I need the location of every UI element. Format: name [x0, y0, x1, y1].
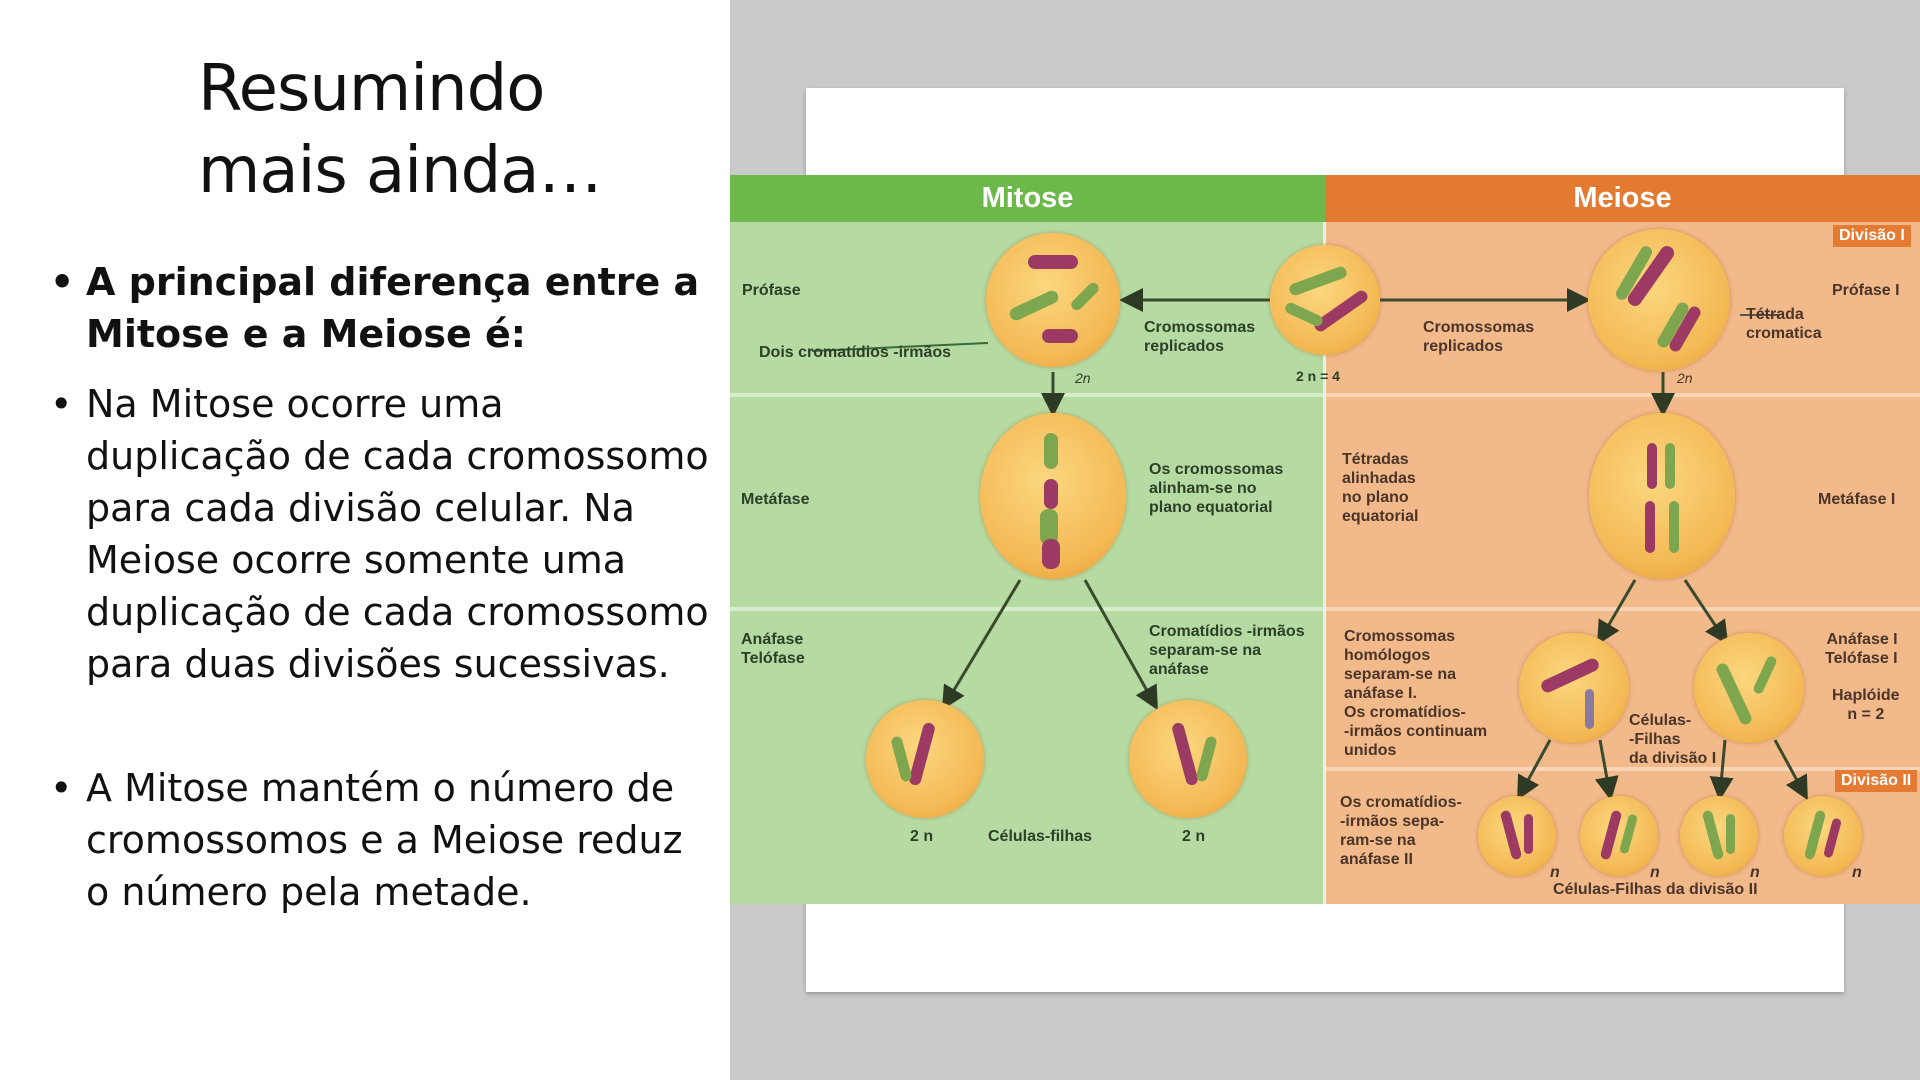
chromosome — [1069, 280, 1101, 313]
chromosome — [1645, 501, 1655, 553]
bullet-3: • A Mitose mantém o número de cromossomo… — [50, 762, 710, 918]
label-metafase-1: Metáfase I — [1818, 491, 1896, 508]
cell-meiose-anafase-1-left — [1519, 633, 1629, 743]
chromosome — [1499, 809, 1523, 861]
divisao-1-tag: Divisão I — [1833, 225, 1911, 247]
bullet-icon: • — [50, 382, 73, 426]
slide-title: Resumindo mais ainda… — [198, 52, 602, 208]
bullet-icon: • — [50, 766, 73, 810]
chromosome — [1044, 479, 1058, 509]
chromosome — [1618, 813, 1639, 855]
label-celulas-filhas: Células-filhas — [988, 828, 1093, 845]
label-haploide: Haplóide n = 2 — [1832, 687, 1900, 723]
chromosome — [1042, 539, 1060, 569]
label-metafase-note: Os cromossomas alinham-se no plano equat… — [1149, 461, 1284, 516]
chromosome — [890, 735, 913, 783]
label-ploidy: 2n — [1677, 370, 1693, 386]
cell-meiose-anafase-1-right — [1694, 633, 1804, 743]
divider — [1325, 767, 1920, 771]
chromosome — [1714, 661, 1754, 727]
label-center-ploidy: 2 n = 4 — [1296, 368, 1340, 384]
chromosome — [1170, 721, 1200, 787]
label-daughter-ploidy: 2 n — [1182, 828, 1206, 845]
chromosome — [1647, 443, 1657, 489]
label-n: n — [1852, 864, 1862, 881]
cell-mitose-daughter-left — [866, 700, 984, 818]
chromosome — [1669, 501, 1679, 553]
label-cromossomas-replicados: Cromossomas replicados — [1423, 319, 1535, 355]
chromosome — [1585, 689, 1594, 729]
bullet-text: Na Mitose ocorre uma duplicação de cada … — [86, 382, 709, 686]
mitosis-meiosis-diagram: Mitose Meiose — [730, 175, 1920, 904]
bullet-text: A Mitose mantém o número de cromossomos … — [86, 766, 683, 914]
chromosome — [1044, 433, 1058, 469]
label-n: n — [1550, 864, 1560, 881]
label-cromossomas-replicados: Cromossomas replicados — [1144, 319, 1256, 355]
label-tetrada: Tétrada cromatica — [1746, 306, 1822, 342]
chromosome — [1822, 817, 1843, 859]
bullet-2: • Na Mitose ocorre uma duplicação de cad… — [50, 378, 710, 690]
label-anafase-note: Cromatídios -irmãos separam-se na anáfas… — [1149, 623, 1305, 678]
chromosome — [1312, 288, 1370, 334]
divider — [730, 393, 1325, 397]
cell-meiose-2-a — [1478, 796, 1556, 876]
chromosome — [907, 721, 937, 787]
label-ploidy: 2n — [1075, 370, 1091, 386]
chromosome — [1028, 255, 1078, 269]
divider — [1323, 222, 1326, 904]
label-metafase: Metáfase — [741, 491, 810, 508]
chromosome — [1524, 814, 1533, 854]
chromosome — [1665, 443, 1675, 489]
bullet-text: A principal diferença entre a Mitose e a… — [86, 260, 700, 356]
label-tetradas-note: Tétradas alinhadas no plano equatorial — [1342, 451, 1419, 525]
cell-meiose-2-c — [1680, 796, 1758, 876]
label-celulas-filhas-2: Células-Filhas da divisão II — [1553, 881, 1758, 898]
chromosome — [1287, 265, 1349, 297]
label-daughter-ploidy: 2 n — [910, 828, 934, 845]
label-homologos-note: Cromossomas homólogos separam-se na anáf… — [1344, 628, 1488, 759]
label-profase: Prófase — [742, 282, 801, 299]
label-n: n — [1650, 864, 1660, 881]
cell-meiose-2-d — [1784, 796, 1862, 876]
chromosome — [1599, 809, 1623, 861]
chromosome — [1040, 509, 1058, 545]
bullet-icon: • — [50, 260, 75, 304]
chromosome — [1283, 301, 1325, 328]
arrows — [811, 288, 1808, 801]
cell-replicated — [1270, 245, 1380, 355]
label-anafase-2-note: Os cromatídios- -irmãos sepa- ram-se na … — [1340, 794, 1462, 868]
cell-meiose-2-b — [1580, 796, 1658, 876]
cell-meiose-metafase-1 — [1589, 413, 1735, 579]
cell-meiose-profase-1 — [1588, 229, 1730, 371]
divisao-2-tag: Divisão II — [1835, 770, 1918, 792]
chromosome — [1007, 288, 1061, 323]
meiose-header: Meiose — [1325, 175, 1920, 222]
cell-mitose-daughter-right — [1129, 700, 1247, 818]
mitose-header: Mitose — [730, 175, 1325, 222]
bullet-1: • A principal diferença entre a Mitose e… — [50, 256, 710, 360]
cell-mitose-profase — [986, 233, 1120, 367]
label-profase-1: Prófase I — [1832, 282, 1900, 299]
chromosome — [1195, 735, 1218, 783]
label-n: n — [1750, 864, 1760, 881]
divider — [1325, 607, 1920, 611]
divider — [730, 607, 1325, 611]
label-celulas-filhas-1: Células- -Filhas da divisão I — [1629, 712, 1717, 767]
divider — [1325, 393, 1920, 397]
label-anafase-telofase: Anáfase Telófase — [741, 631, 805, 667]
chromosome — [1042, 329, 1078, 343]
chromosome — [1752, 654, 1778, 696]
label-anafase-telofase-1: Anáfase I Telófase I — [1825, 631, 1898, 667]
text-panel: Resumindo mais ainda… • A principal dife… — [0, 0, 730, 1080]
label-dois-cromatidios: Dois cromatídios -irmãos — [759, 344, 952, 361]
cell-mitose-metafase — [980, 413, 1126, 579]
chromosome — [1701, 809, 1725, 861]
chromosome — [1726, 814, 1735, 854]
